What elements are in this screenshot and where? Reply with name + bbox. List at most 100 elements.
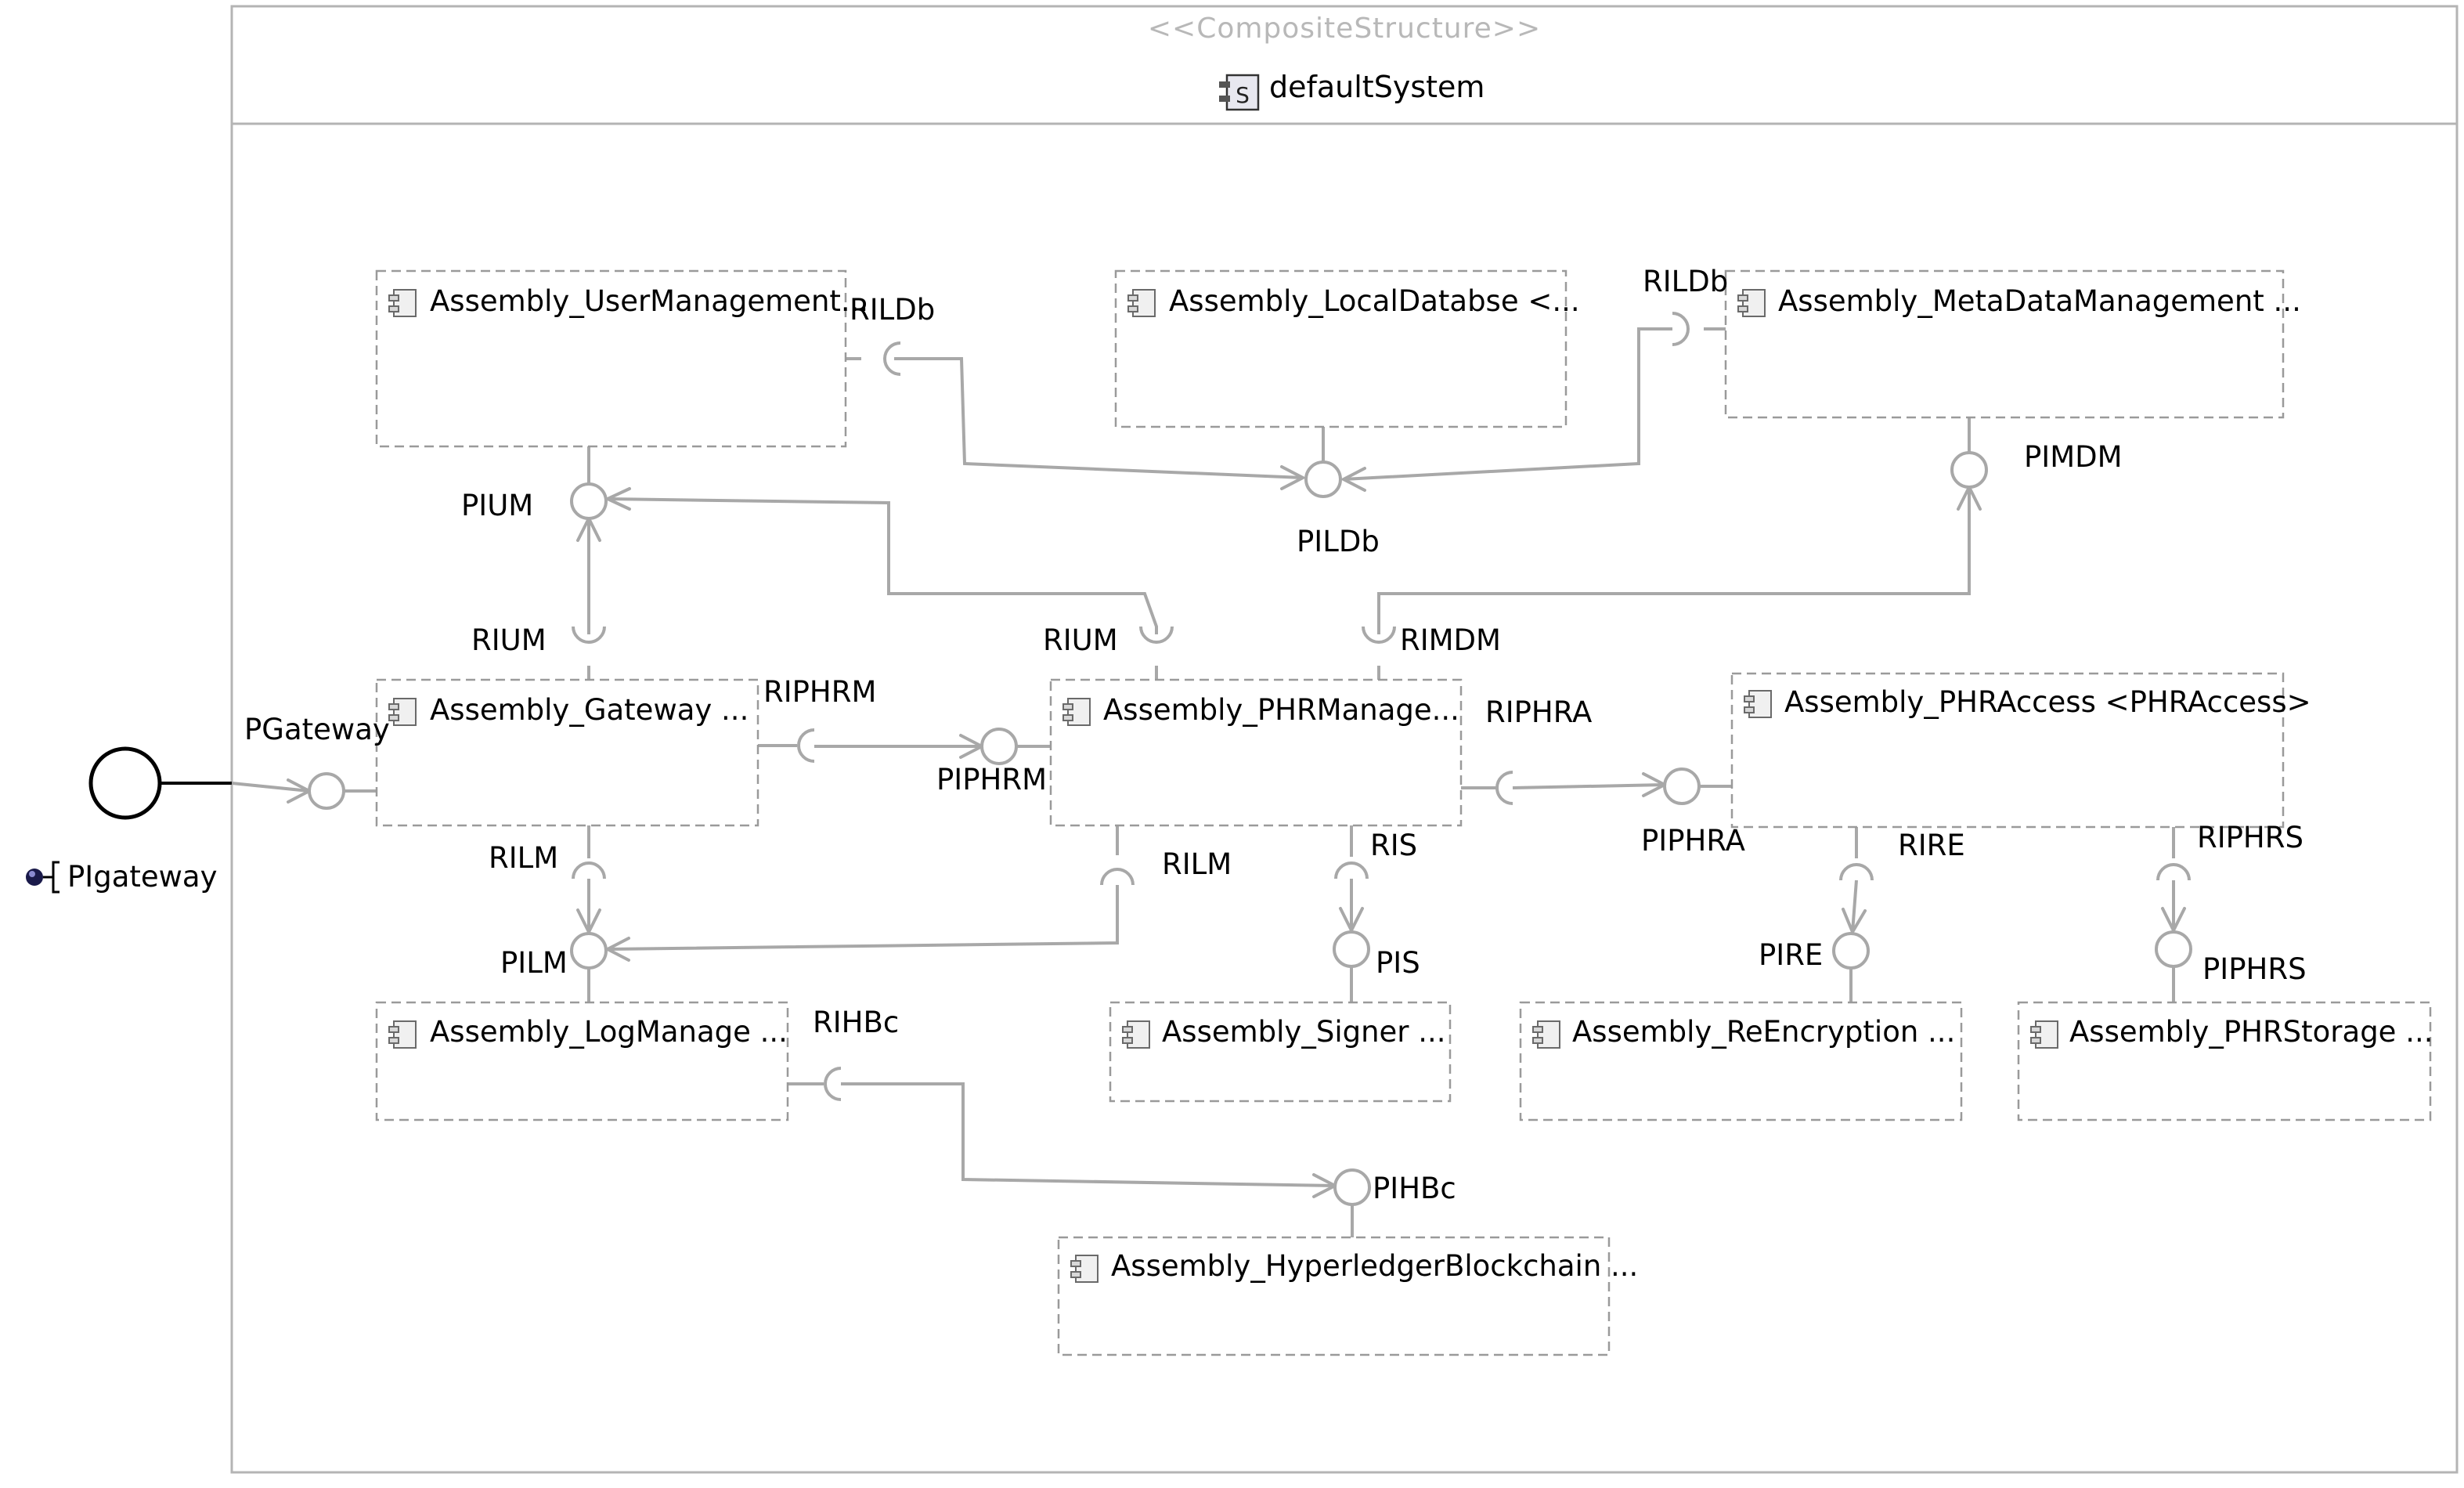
label-riphrm: RIPHRM <box>763 675 876 709</box>
connector-pigateway-pgateway[interactable] <box>231 782 310 793</box>
arrowhead <box>1842 908 1867 936</box>
lollipop-piphra[interactable] <box>1663 767 1701 805</box>
component-phr-access[interactable]: Assembly_PHRAccess <PHRAccess> <box>1730 672 2311 829</box>
svg-text:S: S <box>1236 82 1250 108</box>
lollipop-pildb[interactable] <box>1304 460 1342 498</box>
arrowhead <box>1340 467 1366 492</box>
lollipop-pium[interactable] <box>570 482 608 520</box>
lollipop-piphrm[interactable] <box>980 728 1018 765</box>
socket-riphrm[interactable] <box>797 728 815 763</box>
system-title: defaultSystem <box>1269 70 1485 104</box>
socket-riphra[interactable] <box>1495 771 1513 805</box>
label-rihbc: RIHBc <box>813 1006 899 1039</box>
label-rildb-user: RILDb <box>850 293 935 327</box>
lollipop-pihbc[interactable] <box>1333 1168 1371 1206</box>
label-rilm-gateway: RILM <box>489 841 558 875</box>
component-label: Assembly_PHRAccess <PHRAccess> <box>1784 685 2311 719</box>
lollipop-pilm[interactable] <box>570 932 608 970</box>
socket-rium-gateway[interactable] <box>572 626 606 644</box>
socket-rium-phr[interactable] <box>1139 626 1174 644</box>
label-pilm: PILM <box>500 946 568 980</box>
arrowhead <box>604 487 631 511</box>
arrowhead <box>604 937 630 962</box>
component-user-management[interactable]: Assembly_UserManagement... <box>375 269 868 448</box>
component-metadata-management[interactable]: Assembly_MetaDataManagement ... <box>1724 269 2301 419</box>
label-pis: PIS <box>1376 946 1420 980</box>
connector-rildb-user[interactable] <box>894 357 1304 479</box>
label-pire: PIRE <box>1759 938 1823 972</box>
provided-interfaces <box>308 451 2192 1206</box>
socket-rimdm[interactable] <box>1362 626 1396 644</box>
component-icon <box>2030 1020 2058 1049</box>
label-rire: RIRE <box>1898 829 1965 862</box>
component-label: Assembly_PHRManage... <box>1103 693 1459 727</box>
socket-rildb-meta[interactable] <box>1672 312 1690 346</box>
label-riphra: RIPHRA <box>1485 695 1592 729</box>
component-label: Assembly_UserManagement... <box>430 284 868 318</box>
required-sockets <box>572 312 2191 1101</box>
external-port-label: PIgateway <box>67 860 218 894</box>
component-icon <box>1127 289 1156 317</box>
component-local-database[interactable]: Assembly_LocalDatabse <... <box>1114 269 1580 428</box>
label-pgateway: PGateway <box>244 713 390 746</box>
component-label: Assembly_Gateway ... <box>430 693 749 727</box>
external-port-icon <box>26 861 60 894</box>
lollipop-pimdm[interactable] <box>1950 451 1988 489</box>
label-riphrs: RIPHRS <box>2197 821 2303 854</box>
component-icon <box>1744 690 1772 718</box>
socket-rihbc[interactable] <box>824 1067 842 1101</box>
socket-rildb-user[interactable] <box>883 341 901 376</box>
socket-riphrs[interactable] <box>2156 863 2191 881</box>
component-icon <box>1532 1020 1560 1049</box>
component-label: Assembly_HyperledgerBlockchain ... <box>1111 1249 1638 1283</box>
lollipop-pgateway[interactable] <box>308 772 345 810</box>
external-port[interactable] <box>88 746 162 820</box>
component-label: Assembly_ReEncryption ... <box>1572 1015 1955 1049</box>
component-icon <box>1062 698 1091 726</box>
component-log-manage[interactable]: Assembly_LogManage ... <box>375 1001 789 1121</box>
component-icon <box>388 289 417 317</box>
connector-rildb-meta[interactable] <box>1343 327 1672 481</box>
component-phr-storage[interactable]: Assembly_PHRStorage ... <box>2017 1001 2433 1121</box>
socket-rilm-gateway[interactable] <box>572 861 606 879</box>
role-labels: RILDb RILDb PILDb PIMDM PIUM RIUM RIUM R… <box>244 265 2307 1205</box>
connector-rilm-phr[interactable] <box>607 885 1119 951</box>
lollipop-pire[interactable] <box>1832 932 1870 970</box>
label-pium: PIUM <box>461 489 533 522</box>
label-rildb-meta: RILDb <box>1643 265 1728 298</box>
component-label: Assembly_MetaDataManagement ... <box>1778 284 2301 318</box>
label-pihbc: PIHBc <box>1373 1172 1456 1205</box>
component-label: Assembly_PHRStorage ... <box>2069 1015 2433 1049</box>
component-icon <box>388 698 417 726</box>
socket-rilm-phr[interactable] <box>1100 868 1135 886</box>
socket-rire[interactable] <box>1839 863 1874 881</box>
socket-ris[interactable] <box>1334 861 1369 879</box>
connector-rihbc-pihbc[interactable] <box>841 1082 1336 1187</box>
component-label: Assembly_LogManage ... <box>430 1015 788 1049</box>
label-rium-gateway: RIUM <box>471 623 547 657</box>
component-re-encryption[interactable]: Assembly_ReEncryption ... <box>1519 1001 1963 1121</box>
component-label: Assembly_LocalDatabse <... <box>1169 284 1580 318</box>
component-icon <box>1737 289 1766 317</box>
component-label: Assembly_Signer ... <box>1162 1015 1446 1049</box>
label-ris: RIS <box>1370 829 1417 862</box>
label-pimdm: PIMDM <box>2024 440 2123 474</box>
lollipop-piphrs[interactable] <box>2155 930 2192 968</box>
component-gateway[interactable]: Assembly_Gateway ... <box>375 678 759 827</box>
component-icon <box>388 1020 417 1049</box>
system-icon: S <box>1219 74 1260 111</box>
component-signer[interactable]: Assembly_Signer ... <box>1109 1001 1452 1103</box>
stereotype-label: <<CompositeStructure>> <box>1148 13 1541 45</box>
connector-rimdm-pimdm[interactable] <box>1377 487 1971 634</box>
lollipop-pis[interactable] <box>1333 930 1370 968</box>
component-hyperledger-blockchain[interactable]: Assembly_HyperledgerBlockchain ... <box>1057 1236 1638 1356</box>
component-icon <box>1070 1255 1099 1283</box>
label-rium-phr: RIUM <box>1043 623 1118 657</box>
connector-riphra-piphra[interactable] <box>1512 783 1665 789</box>
connector-rium-phr[interactable] <box>607 497 1158 634</box>
label-piphrm: PIPHRM <box>936 763 1047 796</box>
connector-rire-pire[interactable] <box>1851 879 1858 933</box>
connectors <box>161 327 2186 1237</box>
component-phr-management[interactable]: Assembly_PHRManage... <box>1049 678 1463 827</box>
